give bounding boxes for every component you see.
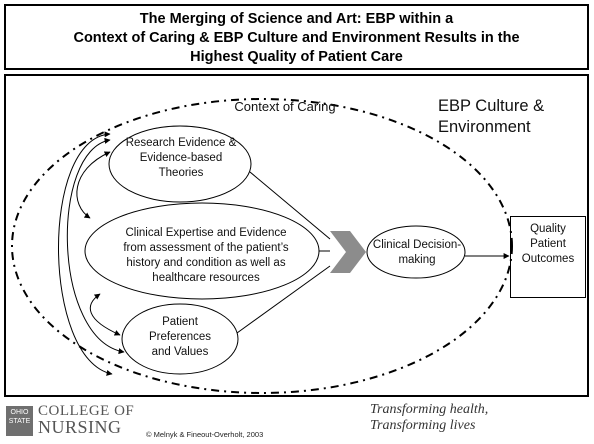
arrow-expertise-to-preferences bbox=[90, 293, 121, 336]
slide-title: The Merging of Science and Art: EBP with… bbox=[4, 4, 589, 70]
research-line-3: Theories bbox=[158, 167, 204, 179]
chevron-arrow bbox=[330, 231, 366, 273]
connector-preferences-to-chevron bbox=[236, 265, 331, 334]
title-line-1: The Merging of Science and Art: EBP with… bbox=[139, 11, 454, 27]
arrow-research-to-expertise bbox=[76, 151, 111, 219]
research-evidence-label: Research Evidence & Evidence-based Theor… bbox=[106, 136, 256, 181]
college-of-nursing-logo: COLLEGE OF NURSING bbox=[38, 403, 135, 437]
ebp-culture-label: EBP Culture & Environment bbox=[438, 96, 588, 138]
title-line-2: Context of Caring & EBP Culture and Envi… bbox=[73, 30, 520, 46]
quality-outcomes-label: Quality Patient Outcomes bbox=[510, 222, 586, 267]
tagline-line-1: Transforming health, bbox=[370, 402, 489, 417]
ebp-culture-line-2: Environment bbox=[438, 118, 531, 136]
preferences-line-2: Preferences bbox=[148, 331, 211, 343]
copyright-text: © Melnyk & Fineout-Overholt, 2003 bbox=[146, 430, 264, 439]
arrow-research-to-preferences bbox=[66, 137, 125, 355]
title-line-3: Highest Quality of Patient Care bbox=[190, 49, 403, 65]
college-line-2: NURSING bbox=[38, 417, 122, 437]
outcomes-line-2: Patient bbox=[530, 238, 566, 250]
clinical-decision-label: Clinical Decision- making bbox=[366, 238, 468, 268]
expertise-line-1: Clinical Expertise and Evidence bbox=[125, 227, 287, 239]
context-of-caring-ellipse bbox=[11, 98, 513, 394]
outcomes-line-1: Quality bbox=[530, 223, 566, 235]
expertise-line-4: healthcare resources bbox=[152, 272, 260, 284]
college-line-1: COLLEGE OF bbox=[38, 403, 135, 419]
tagline-line-2: Transforming lives bbox=[370, 418, 476, 433]
seal-line-1: OHIO bbox=[10, 409, 29, 416]
ohio-state-seal-logo: OHIO STATE bbox=[6, 406, 33, 436]
ebp-culture-line-1: EBP Culture & bbox=[438, 97, 545, 115]
decision-line-2: making bbox=[398, 254, 436, 266]
arrow-research-to-context-bottom bbox=[58, 131, 113, 376]
quality-outcomes-box bbox=[510, 216, 586, 298]
expertise-line-3: history and condition as well as bbox=[126, 257, 286, 269]
patient-preferences-label: Patient Preferences and Values bbox=[125, 315, 235, 360]
clinical-expertise-label: Clinical Expertise and Evidence from ass… bbox=[86, 226, 326, 286]
diagram-frame bbox=[4, 74, 589, 397]
connector-research-to-chevron bbox=[249, 171, 331, 240]
expertise-line-2: from assessment of the patient’s bbox=[123, 242, 289, 254]
research-line-2: Evidence-based bbox=[139, 152, 223, 164]
tagline: Transforming health, Transforming lives bbox=[370, 402, 570, 434]
context-of-caring-label: Context of Caring bbox=[234, 99, 336, 114]
preferences-line-1: Patient bbox=[162, 316, 198, 328]
research-line-1: Research Evidence & bbox=[125, 137, 237, 149]
preferences-line-3: and Values bbox=[151, 346, 209, 358]
seal-line-2: STATE bbox=[8, 418, 31, 425]
decision-line-1: Clinical Decision- bbox=[372, 239, 462, 251]
outcomes-line-3: Outcomes bbox=[521, 253, 575, 265]
clinical-decision-ellipse bbox=[366, 225, 466, 279]
